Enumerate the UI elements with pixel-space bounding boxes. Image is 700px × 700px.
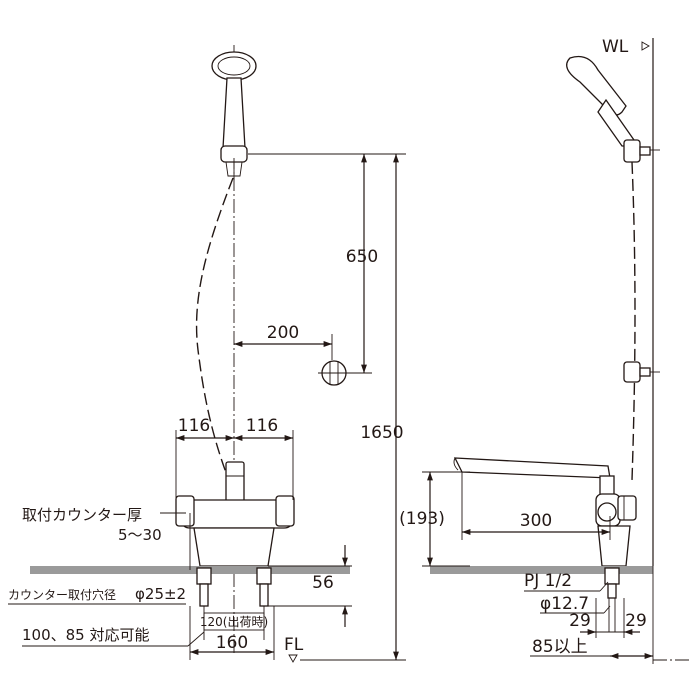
mixing-valve-front <box>175 461 295 567</box>
dim-29-right: 29 <box>625 611 647 631</box>
side-view: WL <box>399 37 690 664</box>
dim-56: 56 <box>312 573 334 593</box>
dim-300: 300 <box>520 511 552 531</box>
wall-clearance-label: 85以上 <box>532 637 588 657</box>
counter-thickness-title: 取付カウンター厚 <box>22 506 142 524</box>
pitch-options: 100、85 対応可能 <box>22 626 150 644</box>
dim-116-right: 116 <box>246 416 278 436</box>
floor-level-label: FL <box>284 635 304 655</box>
counter-thickness-range: 5～30 <box>118 526 162 544</box>
dim-160: 160 <box>216 633 248 653</box>
supply-pipe-side <box>604 567 620 632</box>
wall-level-label: WL <box>602 37 629 57</box>
counter-top-side <box>430 566 653 574</box>
dim-193: (193) <box>399 509 445 529</box>
pipe-diameter-label: φ12.7 <box>540 594 589 614</box>
wall-level-mark <box>641 41 650 51</box>
shower-head-front <box>211 51 257 180</box>
spout-side <box>453 457 611 479</box>
dim-1650: 1650 <box>360 423 403 443</box>
front-view: 200 650 1650 116 116 56 取付カウンター厚 5～30 カウ… <box>8 45 406 663</box>
hanger-bracket-front <box>318 360 350 386</box>
counter-hole-label: カウンター取付穴径 <box>8 587 116 602</box>
hanger-bracket-side <box>623 361 660 383</box>
dim-116-left: 116 <box>178 416 210 436</box>
shower-head-side <box>566 55 660 163</box>
pipe-thread-label: PJ 1/2 <box>524 571 572 591</box>
mixing-valve-side <box>595 475 637 567</box>
hole-diameter: φ25±2 <box>135 585 186 603</box>
pitch-note: 120(出荷時) <box>200 615 268 629</box>
floor-level-mark <box>288 654 298 663</box>
dim-200: 200 <box>267 323 299 343</box>
dim-650: 650 <box>346 247 378 267</box>
dim-29-left: 29 <box>569 611 591 631</box>
shower-hose <box>195 177 234 479</box>
shower-hose-side <box>631 161 636 481</box>
